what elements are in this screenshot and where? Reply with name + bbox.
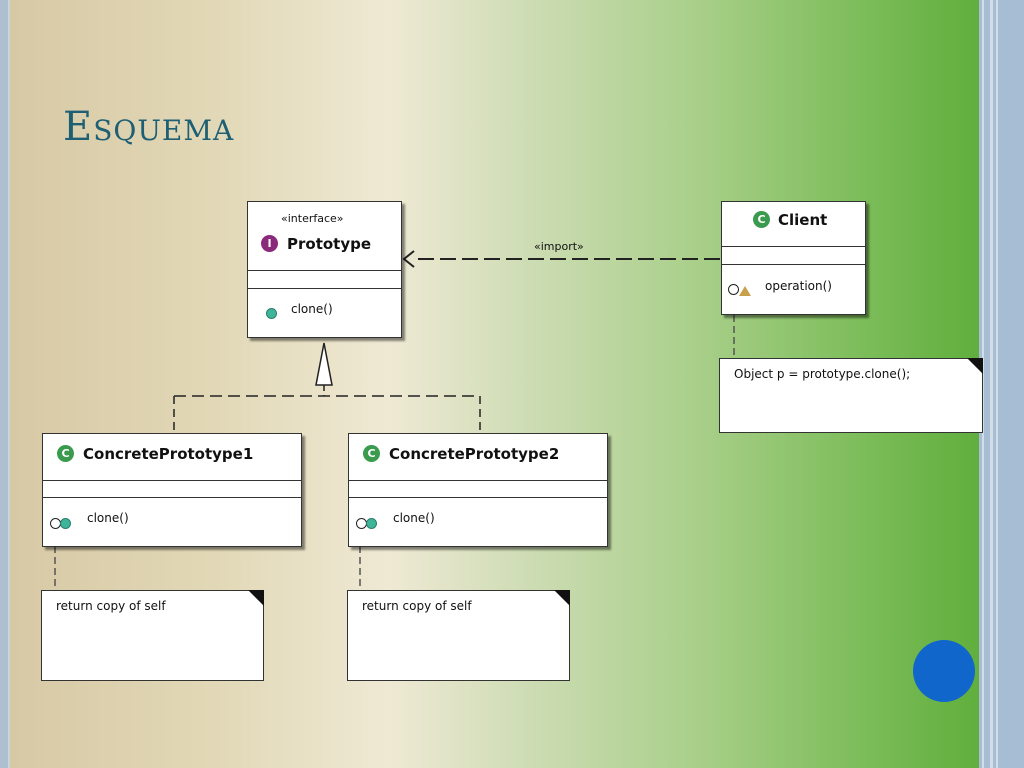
implements-icon [728, 284, 739, 295]
concrete2-operation: clone() [393, 511, 435, 525]
public-method-icon [60, 518, 71, 529]
right-border-bars [979, 0, 1024, 768]
concrete1-note: return copy of self [41, 590, 264, 681]
class-icon: C [363, 445, 380, 462]
concrete2-note: return copy of self [347, 590, 570, 681]
client-note: Object p = prototype.clone(); [719, 358, 983, 433]
prototype-interface-box: «interface» I Prototype clone() [247, 201, 402, 338]
concrete2-note-text: return copy of self [362, 599, 472, 613]
interface-icon: I [261, 235, 278, 252]
public-method-icon [266, 308, 277, 319]
interface-stereotype: «interface» [281, 212, 344, 225]
concrete-prototype2-box: C ConcretePrototype2 clone() [348, 433, 608, 547]
client-operation: operation() [765, 279, 832, 293]
prototype-name: Prototype [287, 235, 372, 253]
left-border-bar [0, 0, 10, 768]
concrete1-operation: clone() [87, 511, 129, 525]
slide-nav-circle-button[interactable] [913, 640, 975, 702]
note-fold-icon [554, 590, 570, 606]
note-fold-icon [967, 358, 983, 374]
client-name: Client [778, 211, 828, 229]
concrete1-note-text: return copy of self [56, 599, 166, 613]
concrete-prototype1-box: C ConcretePrototype1 clone() [42, 433, 302, 547]
note-fold-icon [248, 590, 264, 606]
slide-title: Esquema [63, 104, 235, 150]
client-note-text: Object p = prototype.clone(); [734, 367, 911, 381]
concrete1-name: ConcretePrototype1 [83, 445, 254, 463]
client-class-box: C Client operation() [721, 201, 866, 315]
concrete2-name: ConcretePrototype2 [389, 445, 560, 463]
prototype-operation: clone() [291, 302, 333, 316]
warning-icon [739, 286, 751, 296]
class-icon: C [753, 211, 770, 228]
import-label: «import» [534, 240, 584, 253]
public-method-icon [366, 518, 377, 529]
class-icon: C [57, 445, 74, 462]
